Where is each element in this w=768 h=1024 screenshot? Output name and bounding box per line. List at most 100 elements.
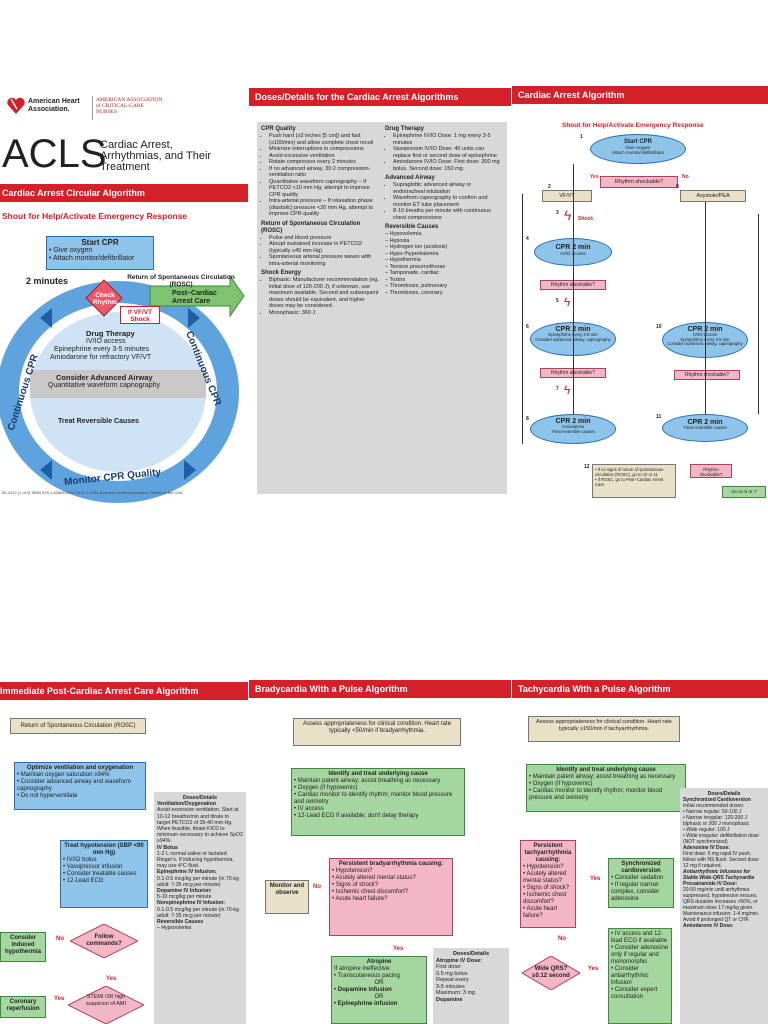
step-12: 12: [584, 464, 590, 470]
step-10: 10: [656, 324, 662, 330]
bradycardia-bar: Bradycardia With a Pulse Algorithm: [249, 680, 511, 698]
shock-icon: ϟ: [564, 207, 572, 223]
br-doses-column: Doses/Details Atropine IV Dose: First do…: [433, 948, 509, 1024]
ca-no-1: No: [682, 174, 689, 180]
tc-doses-column: Doses/Details Synchronized Cardioversion…: [680, 788, 768, 1024]
tc-wide-label: Wide QRS? ≥0.12 second: [532, 966, 570, 979]
bl-stemi-diamond: [66, 985, 146, 1024]
bl-stemi-label: STEMI OR high suspicion of AMI: [85, 994, 127, 1007]
ca-shock-1: Shock: [578, 216, 594, 222]
tc-yes-label: Yes: [590, 876, 601, 882]
tachycardia-panel: Tachycardia With a Pulse Algorithm Asses…: [512, 680, 768, 1024]
br-no-label: No: [313, 884, 321, 890]
tc-wide-box: • IV access and 12-lead ECG if available…: [608, 928, 672, 1024]
br-persistent-box: Persistent bradyarrhythmia causing: • Hy…: [329, 858, 453, 936]
start-cpr-box: Start CPR • Give oxygen • Attach monitor…: [46, 236, 154, 270]
check-rhythm-label: Check Rhythm: [92, 292, 118, 306]
aacn-label: AMERICAN ASSOCIATION of CRITICAL-CARE NU…: [96, 97, 163, 115]
doses-details-panel: Doses/Details for the Cardiac Arrest Alg…: [249, 84, 511, 510]
bl-treat-box: Treat hypotension (SBP <90 mm Hg) • IV/I…: [60, 840, 148, 908]
ca-asystole: Asystole/PEA: [680, 190, 746, 202]
ca-shockable-4: Rhythm shockable?: [674, 370, 740, 380]
bl-yes-2: Yes: [54, 996, 65, 1002]
tc-sync-box: Synchronized cardioversion • Consider se…: [608, 858, 674, 908]
bl-no-label: No: [56, 936, 64, 942]
ca-shockable-5: Rhythm shockable?: [690, 464, 732, 478]
tc-identify-box: Identify and treat underlying cause • Ma…: [526, 764, 686, 812]
post-arrest-bar: Immediate Post-Cardiac Arrest Care Algor…: [0, 682, 248, 700]
tc-yes-2: Yes: [588, 966, 599, 972]
shock-icon-3: ϟ: [564, 383, 571, 397]
bl-follow-diamond: [68, 923, 140, 959]
ca-shout-label: Shout for Help/Activate Emergency Respon…: [562, 122, 704, 129]
acls-subtitle: Cardiac Arrest, Arrhythmias, and Their T…: [100, 139, 212, 173]
bl-hypothermia-box: Consider induced hypothermia: [0, 932, 46, 962]
bl-rosc-box: Return of Spontaneous Circulation (ROSC): [10, 718, 146, 734]
ca-spine-center: [573, 164, 574, 414]
ca-cpr-box-11: CPR 2 min Treat reversible causes: [662, 414, 748, 442]
br-monitor-box: Monitor and observe: [265, 880, 309, 914]
tc-assess-box: Assess appropriateness for clinical cond…: [528, 716, 680, 742]
tachycardia-bar: Tachycardia With a Pulse Algorithm: [512, 680, 768, 698]
doses-col-right: Drug Therapy Epinephrine IV/IO Dose: 1 m…: [385, 126, 503, 296]
rosc-label: Return of Spontaneous Circulation (ROSC): [127, 274, 235, 288]
drug-line-3: Amiodarone for refractory VF/VT: [50, 354, 152, 361]
drug-therapy-title: Drug Therapy: [86, 329, 135, 338]
br-assess-box: Assess appropriateness for clinical cond…: [293, 718, 461, 746]
cardiac-arrest-bar: Cardiac Arrest Algorithm: [512, 86, 768, 104]
bradycardia-panel: Bradycardia With a Pulse Algorithm Asses…: [249, 680, 511, 1024]
step-5: 5: [556, 298, 559, 304]
doses-details-bar: Doses/Details for the Cardiac Arrest Alg…: [249, 88, 511, 106]
aha-logo-icon: [6, 96, 26, 116]
br-identify-box: Identify and treat underlying cause • Ma…: [291, 768, 465, 836]
step-9: 9: [676, 184, 679, 190]
two-minutes-label: 2 minutes: [26, 276, 69, 286]
drug-line-1: IV/IO access: [86, 338, 126, 345]
circular-algorithm-bar: Cardiac Arrest Circular Algorithm: [0, 184, 248, 202]
aha-label: American Heart Association.: [28, 98, 80, 113]
post-arrest-panel: Immediate Post-Cardiac Arrest Care Algor…: [0, 680, 248, 1024]
ca-spine-left: [522, 194, 523, 444]
step-11: 11: [656, 414, 662, 420]
ca-vfvt: VF/VT: [542, 190, 592, 202]
doses-details-body: [257, 122, 507, 494]
treat-causes-label: Treat Reversible Causes: [58, 418, 139, 425]
tc-wide-diamond: [521, 955, 581, 991]
circular-algorithm-panel: American Heart Association. AMERICAN ASS…: [0, 84, 248, 510]
acls-title: ACLS: [2, 132, 107, 176]
doses-col-left: CPR Quality Push hard (≥2 inches [5 cm])…: [261, 126, 379, 316]
shout-label: Shout for Help/Activate Emergency Respon…: [2, 211, 188, 221]
bl-follow-label: Follow commands?: [86, 934, 122, 947]
ca-box-12: • If no signs of return of spontaneous c…: [592, 464, 676, 498]
step-4: 4: [526, 236, 529, 242]
step-3: 3: [556, 210, 559, 216]
ca-cpr-box-8: CPR 2 min Amiodarone Treat reversible ca…: [530, 414, 616, 444]
ca-shockable-1: Rhythm shockable?: [600, 176, 678, 188]
step-8: 8: [526, 416, 529, 422]
if-vf-shock-label: If VF/VT Shock: [120, 306, 160, 324]
br-atropine-box: Atropine If atropine ineffective: • Tran…: [331, 956, 427, 1024]
footer-text: 90-1012 (1 of 2) ISBN 978-1-61669-013-7 …: [2, 490, 183, 495]
tc-persistent-box: Persistent tachyarrhythmia causing: • Hy…: [520, 840, 576, 928]
step-1: 1: [580, 134, 583, 140]
ca-spine-right: [705, 202, 706, 414]
logo-divider: [92, 96, 93, 120]
br-yes-label: Yes: [393, 946, 404, 952]
step-6: 6: [526, 324, 529, 330]
bl-yes-label: Yes: [106, 976, 117, 982]
drug-line-2: Epinephrine every 3-5 minutes: [54, 346, 149, 353]
tc-no-label: No: [558, 936, 566, 942]
ca-goto-box: Go to 5 or 7: [722, 486, 766, 498]
bl-optimize-box: Optimize ventilation and oxygenation • M…: [14, 762, 146, 810]
shock-icon-2: ϟ: [564, 295, 571, 309]
advanced-airway-title: Consider Advanced Airway: [56, 373, 153, 382]
bl-coronary-box: Coronary reperfusion: [0, 996, 46, 1018]
ca-spine-far-right: [758, 214, 759, 414]
step-7: 7: [556, 386, 559, 392]
cardiac-arrest-algorithm-panel: Cardiac Arrest Algorithm Shout for Help/…: [512, 84, 768, 510]
advanced-airway-sub: Quantitative waveform capnography: [48, 382, 161, 389]
ca-yes-1: Yes: [590, 174, 599, 180]
step-2: 2: [548, 184, 551, 190]
post-care-label: Post–Cardiac Arrest Care: [172, 290, 217, 305]
